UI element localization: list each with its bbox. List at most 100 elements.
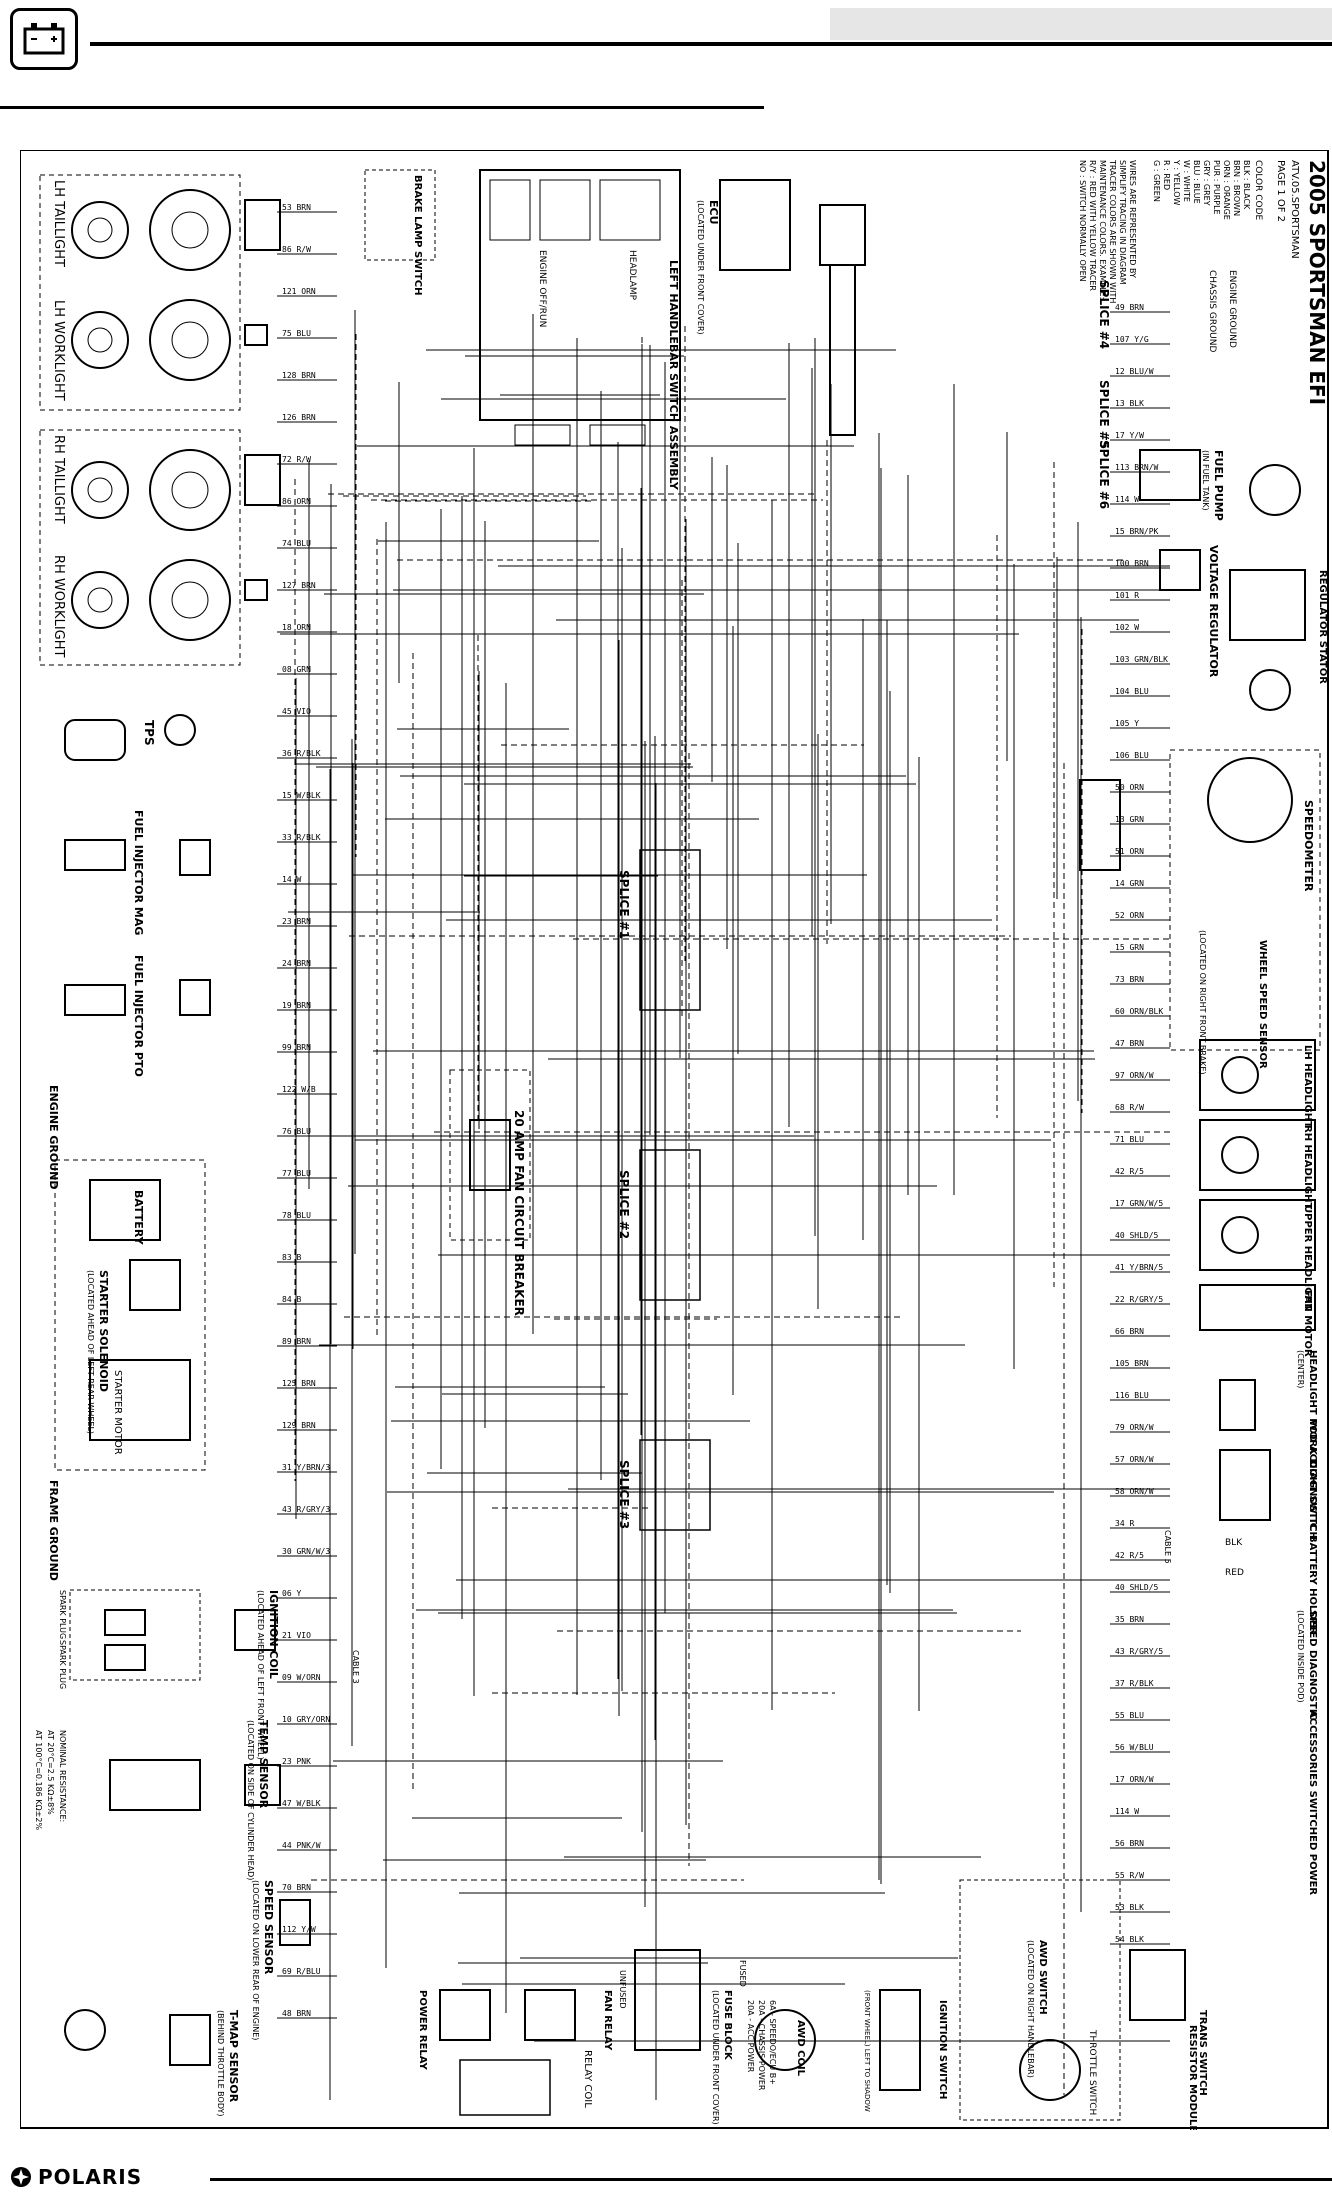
- wire-label: 68 R/W: [1115, 1103, 1144, 1112]
- fuel-injector-pto: FUEL INJECTOR PTO: [64, 955, 211, 1077]
- wire-label: 47 BRN: [1115, 1039, 1144, 1048]
- wire-label: 34 R: [1115, 1519, 1134, 1528]
- cable-3-label: CABLE 3: [351, 1650, 360, 1684]
- fuse-block-location: (LOCATED UNDER FRONT COVER): [711, 1990, 720, 2125]
- sub-rule: [0, 106, 764, 109]
- battery-red: RED: [1225, 1568, 1244, 1578]
- ignition-coil-label: IGNITION COIL: [267, 1590, 280, 1679]
- wire-label: 22 R/GRY/5: [1115, 1295, 1163, 1304]
- fan-relay-label: FAN RELAY: [602, 1990, 613, 2051]
- resistance-2: AT 100°C=0.186 KΩ±2%: [34, 1730, 43, 1830]
- awd-coil: [754, 2009, 816, 2071]
- wire-label: 56 W/BLU: [1115, 1743, 1154, 1752]
- wire-label: 45 VIO: [282, 707, 311, 716]
- wire-label: 33 R/BLK: [282, 833, 321, 842]
- splice-4-label: SPLICE #4: [1097, 280, 1111, 349]
- wire-label: 55 R/W: [1115, 1871, 1144, 1880]
- voltage-regulator-label: VOLTAGE REGULATOR: [1207, 545, 1220, 678]
- wire-label: 48 BRN: [282, 2009, 311, 2018]
- throttle-switch-label: THROTTLE SWITCH: [1087, 2029, 1097, 2115]
- fan-motor-label: FAN MOTOR: [1302, 1290, 1313, 1357]
- wire-label: 14 GRN: [1115, 879, 1144, 888]
- header-rule: [90, 42, 1332, 46]
- spark-plug-2-label: SPARK PLUG: [58, 1640, 67, 1689]
- chassis-ground-legend: CHASSIS GROUND: [1207, 270, 1217, 352]
- cable-5-label: CABLE 5: [1163, 1530, 1172, 1564]
- diagram-border: [19, 149, 1329, 2129]
- wire-label: 12 BLU/W: [1115, 367, 1154, 376]
- wire-label: 60 ORN/BLK: [1115, 1007, 1163, 1016]
- wire-label: 71 BLU: [1115, 1135, 1144, 1144]
- relay-coil-label: RELAY COIL: [582, 2050, 593, 2108]
- speed-sensor-location: (LOCATED ON LOWER REAR OF ENGINE): [251, 1880, 260, 2040]
- lh-taillight-label: LH TAILLIGHT: [51, 180, 66, 267]
- wire-label: 08 GRN: [282, 665, 311, 674]
- awd-switch-label: AWD SWITCH: [1037, 1940, 1048, 2015]
- polaris-star-icon: [11, 2167, 31, 2187]
- wire-label: 114 W: [1115, 1807, 1139, 1816]
- ignition-switch-label: IGNITION SWITCH: [937, 2000, 948, 2099]
- fuel-pump-box: [1139, 449, 1201, 501]
- ignition-coil-location: (LOCATED AHEAD OF LEFT FRONT WHEEL): [256, 1590, 265, 1760]
- starter-solenoid-location: (LOCATED AHEAD OF LEFT REAR WHEEL): [86, 1270, 95, 1434]
- wire-label: 97 ORN/W: [1115, 1071, 1154, 1080]
- wire-label: 37 R/BLK: [1115, 1679, 1154, 1688]
- legend-note: SIMPLIFY TRACING IN DIAGRAM: [1118, 160, 1127, 285]
- splice-2-block: [639, 1149, 701, 1301]
- rh-worklight-label: RH WORKLIGHT: [51, 555, 66, 658]
- wire-label: 13 GRN: [1115, 815, 1144, 824]
- front-wheel-note: (FRONT WHEEL) LEFT TO SHADOW: [863, 1990, 871, 2112]
- fuel-pump-location: (IN FUEL TANK): [1201, 450, 1210, 511]
- brake-lamp-switch-label: BRAKE LAMP SWITCH: [412, 175, 423, 295]
- legend-note: WIRES ARE REPRESENTED BY: [1128, 160, 1137, 278]
- wire-label: 13 BLK: [1115, 399, 1144, 408]
- wire-label: 55 BLU: [1115, 1711, 1144, 1720]
- wire-label: 21 VIO: [282, 1631, 311, 1640]
- speed-diagnostic-label: SPEED DIAGNOSTIC: [1307, 1610, 1318, 1720]
- color-code-item: BRN : BROWN: [1232, 160, 1241, 216]
- wire-label: 103 GRN/BLK: [1115, 655, 1168, 664]
- wire-label: 73 BRN: [1115, 975, 1144, 984]
- wire-label: 114 W: [1115, 495, 1139, 504]
- wire-label: 128 BRN: [282, 371, 316, 380]
- ecu-label: ECU: [707, 200, 720, 225]
- left-handlebar-switch-label: LEFT HANDLEBAR SWITCH ASSEMBLY: [667, 260, 680, 491]
- wire-label: 107 Y/G: [1115, 335, 1149, 344]
- wheel-speed-location: (LOCATED ON RIGHT FRONT BRAKE): [1198, 930, 1207, 1075]
- wire-label: 10 GRY/ORN: [282, 1715, 330, 1724]
- wire-layer: [280, 310, 1170, 2100]
- wire-label: 101 R: [1115, 591, 1139, 600]
- wire-label: 53 BLK: [1115, 1903, 1144, 1912]
- color-code-item: G : GREEN: [1152, 160, 1161, 202]
- wire-label: 74 BLU: [282, 539, 311, 548]
- wire-label: 36 R/BLK: [282, 749, 321, 758]
- color-code-item: BLU : BLUE: [1192, 160, 1201, 204]
- diagram-model: ATV.05.SPORTSMAN: [1289, 160, 1300, 259]
- rh-headlight-label: RH HEADLIGHT: [1302, 1125, 1313, 1209]
- tps-group: TPS: [64, 714, 196, 761]
- wire-label: 102 W: [1115, 623, 1139, 632]
- frame-ground-label: FRAME GROUND: [47, 1480, 60, 1581]
- color-code-item: GRY : GREY: [1202, 160, 1211, 206]
- wire-label: 58 ORN/W: [1115, 1487, 1154, 1496]
- starter-solenoid-label: STARTER SOLENOID: [97, 1270, 110, 1392]
- speedometer-dial: [1207, 757, 1293, 843]
- wiring-diagram: 2005 SPORTSMAN EFI ATV.05.SPORTSMAN PAGE…: [19, 149, 1330, 2132]
- wire-label: 14 W: [282, 875, 301, 884]
- wire-label: 76 BLU: [282, 1127, 311, 1136]
- color-code-item: W : WHITE: [1182, 160, 1191, 202]
- wire-label: 78 BLU: [282, 1211, 311, 1220]
- speed-diagnostic-location: (LOCATED INSIDE POD): [1296, 1610, 1305, 1703]
- wire-label: 15 GRN: [1115, 943, 1144, 952]
- color-code-item: R : RED: [1162, 160, 1171, 190]
- wire-label: 129 BRN: [282, 1421, 316, 1430]
- accessories-label: ACCESSORIES SWITCHED POWER: [1307, 1710, 1318, 1895]
- wire-label: 89 BRN: [282, 1337, 311, 1346]
- legend-note: R/Y : RED WITH YELLOW TRACER: [1088, 160, 1097, 291]
- wire-label: 113 BRN/W: [1115, 463, 1159, 472]
- color-code-item: BLK : BLACK: [1242, 160, 1251, 210]
- diagram-title: 2005 SPORTSMAN EFI: [1305, 160, 1329, 405]
- regulator-stator-label: REGULATOR STATOR: [1317, 570, 1328, 684]
